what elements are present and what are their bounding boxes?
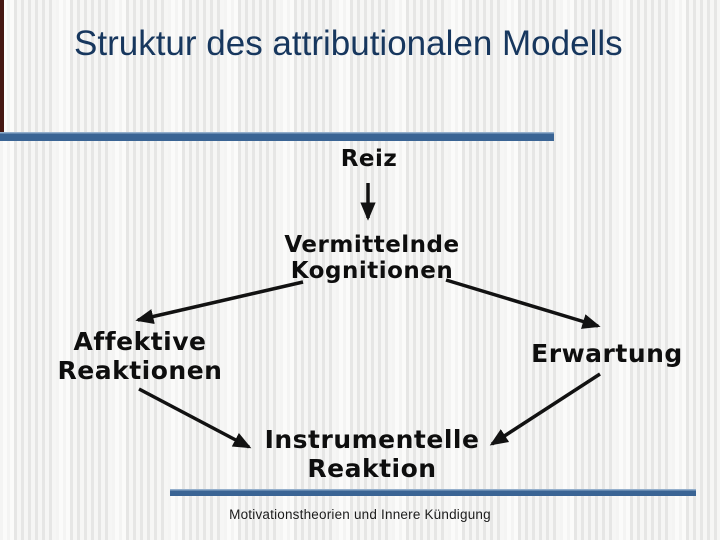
node-erwartung: Erwartung xyxy=(531,339,683,368)
node-vermittelnde-kognitionen: Vermittelnde Kognitionen xyxy=(284,232,460,284)
arrow-vermittelnde-to-affektive xyxy=(135,280,304,324)
footer-rule xyxy=(170,489,696,496)
node-affektive-reaktionen: Affektive Reaktionen xyxy=(57,327,223,385)
title-underline-rule xyxy=(0,132,554,141)
arrow-erwartung-to-instrumentelle xyxy=(489,372,601,446)
left-edge-accent-bar xyxy=(0,0,4,141)
slide-title: Struktur des attributionalen Modells xyxy=(74,24,623,63)
arrow-vermittelnde-to-erwartung xyxy=(445,278,601,329)
node-reiz: Reiz xyxy=(340,146,398,172)
slide-footer: Motivationstheorien und Innere Kündigung xyxy=(229,507,491,522)
arrow-affektive-to-instrumentelle xyxy=(138,387,252,449)
node-instrumentelle-reaktion: Instrumentelle Reaktion xyxy=(264,425,480,483)
